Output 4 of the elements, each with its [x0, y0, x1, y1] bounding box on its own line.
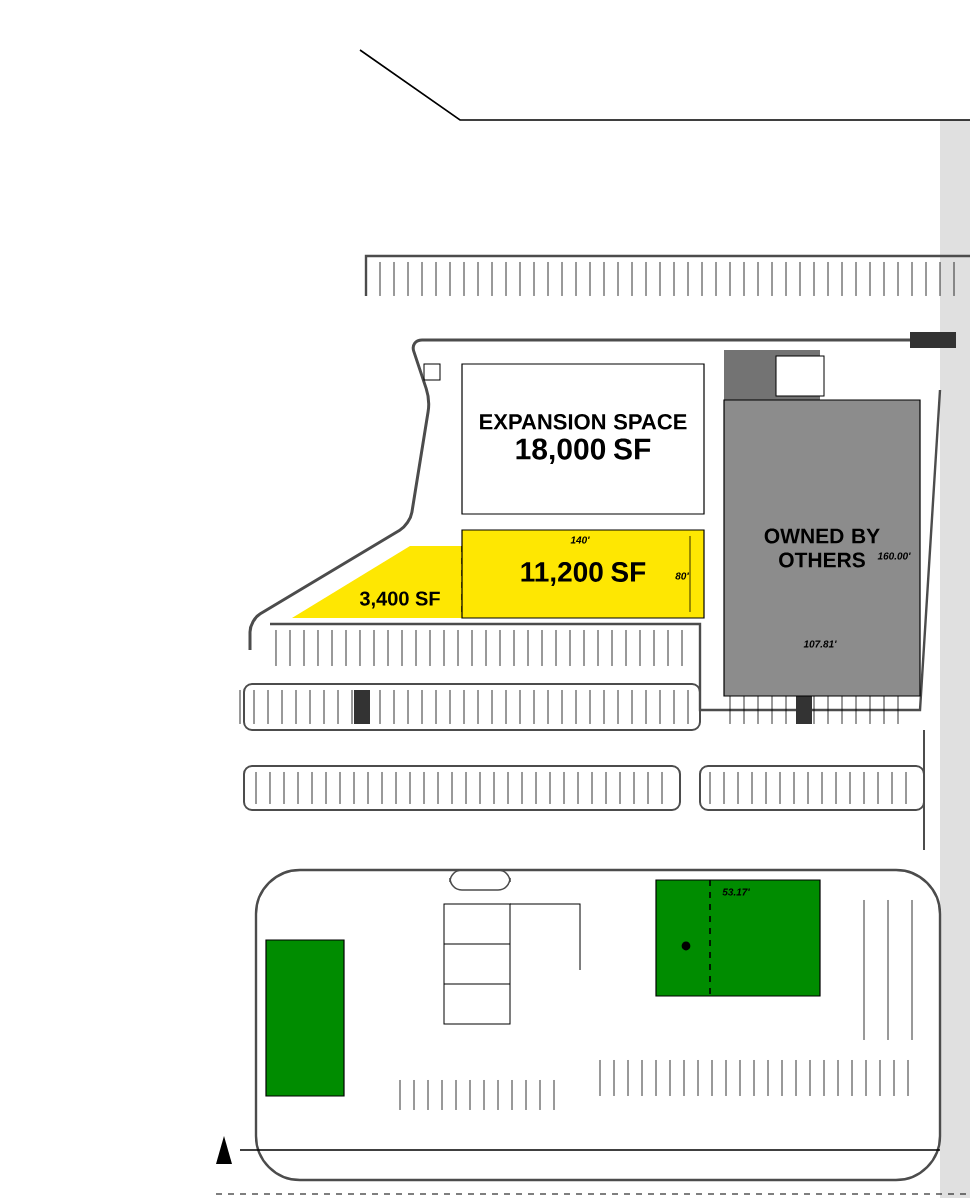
building-footprint: EXPANSION SPACE 18,000 SF — [461, 363, 705, 515]
available-space: 3,400 SF — [292, 545, 463, 619]
building-footprint — [655, 879, 821, 997]
building-footprint — [265, 939, 345, 1097]
